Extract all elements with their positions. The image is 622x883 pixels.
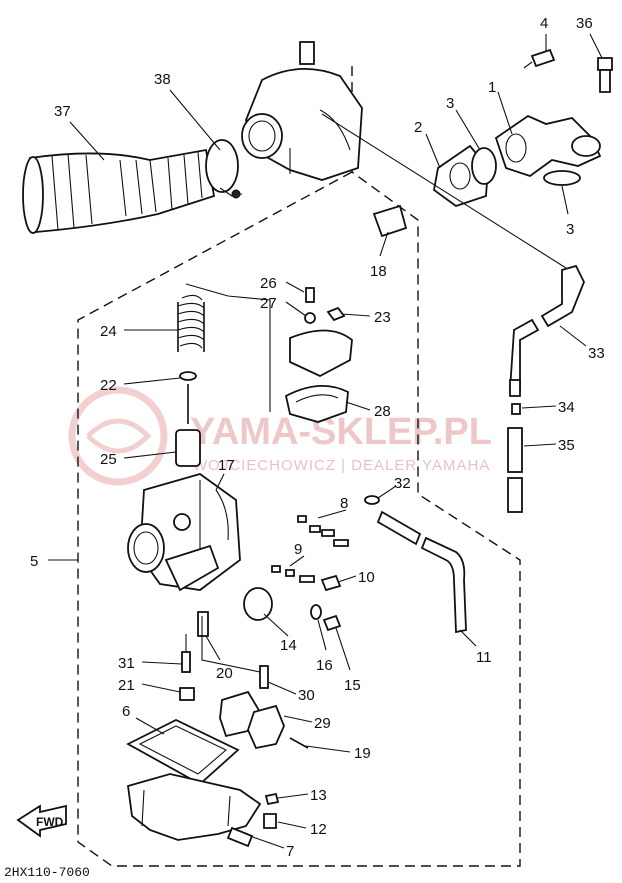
callout-18: 18: [370, 263, 387, 280]
float-bowl-gasket: [126, 718, 240, 786]
callout-7: 7: [286, 843, 294, 860]
main-jet-20: [197, 611, 209, 637]
callout-21: 21: [118, 677, 135, 694]
callout-8: 8: [340, 495, 348, 512]
callout-19: 19: [354, 745, 371, 762]
air-intake-hose: [22, 148, 216, 234]
watermark-title: YAMA-SKLEP.PL: [190, 411, 492, 453]
drain-screw-7: [226, 826, 254, 848]
callout-2: 2: [414, 119, 422, 136]
callout-15: 15: [344, 677, 361, 694]
pin-19: [289, 737, 309, 749]
callout-16: 16: [316, 657, 333, 674]
jet-31: [181, 651, 191, 673]
jet-21: [179, 687, 195, 701]
small-diaphragm: [372, 204, 408, 238]
screw-12: [263, 813, 277, 829]
callout-4: 4: [540, 15, 548, 32]
carb-ring-14: [243, 587, 273, 621]
o-ring-upper: [471, 147, 497, 185]
callout-29: 29: [314, 715, 331, 732]
callout-33: 33: [588, 345, 605, 362]
callout-5: 5: [30, 553, 38, 570]
callout-30: 30: [298, 687, 315, 704]
jet-30: [259, 665, 269, 689]
callout-24: 24: [100, 323, 117, 340]
callout-31: 31: [118, 655, 135, 672]
callout-25: 25: [100, 451, 117, 468]
screw-15: [322, 614, 342, 632]
callout-38: 38: [154, 71, 171, 88]
hose-clamp: [205, 139, 243, 199]
callout-20: 20: [216, 665, 233, 682]
callout-13: 13: [310, 787, 327, 804]
jet-needle: [179, 371, 197, 424]
callout-10: 10: [358, 569, 375, 586]
callout-17: 17: [218, 457, 235, 474]
watermark-subtitle: WOJCIECHOWICZ | DEALER YAMAHA: [193, 457, 490, 474]
callout-12: 12: [310, 821, 327, 838]
leader-lines: [48, 33, 603, 849]
bolt-4: [523, 48, 556, 69]
float-bowl: [127, 773, 262, 841]
callout-3-upper: 3: [446, 95, 454, 112]
breather-hose: [507, 264, 585, 513]
spring-16: [310, 604, 322, 620]
callout-numbers: 1 2 3 3 4 5 6 7 8 9 10 11 12 13 14 15 16…: [30, 15, 605, 860]
callout-35: 35: [558, 437, 575, 454]
callout-34: 34: [558, 399, 575, 416]
callout-11: 11: [476, 649, 492, 666]
overflow-hose-11: [376, 510, 467, 634]
bolt-36: [597, 57, 613, 93]
screw-set-8: [297, 515, 349, 547]
float-29: [219, 690, 285, 750]
carburetor-body: [127, 473, 241, 592]
callout-37: 37: [54, 103, 71, 120]
callout-9: 9: [294, 541, 302, 558]
screw-10: [320, 574, 342, 592]
callout-3-lower: 3: [566, 221, 574, 238]
callout-27: 27: [260, 295, 277, 312]
throttle-valve: [175, 429, 201, 467]
callout-23: 23: [374, 309, 391, 326]
carburetor-top-body: [241, 41, 363, 181]
o-ring-lower: [543, 170, 581, 186]
callout-1: 1: [488, 79, 496, 96]
callout-28: 28: [374, 403, 391, 420]
hose-clip-32: [364, 495, 380, 505]
fwd-label: FWD: [36, 815, 64, 829]
screw-set-9: [271, 565, 315, 583]
callout-22: 22: [100, 377, 117, 394]
watermark: YAMA-SKLEP.PL WOJCIECHOWICZ | DEALER YAM…: [68, 386, 492, 486]
manifold-joint: [494, 114, 602, 178]
callout-6: 6: [122, 703, 130, 720]
throttle-spring: [177, 294, 205, 352]
watermark-logo-icon: [68, 386, 168, 486]
callout-26: 26: [260, 275, 277, 292]
callout-32: 32: [394, 475, 411, 492]
fwd-arrow-icon: FWD: [16, 804, 67, 838]
top-cover-assembly: [284, 287, 353, 423]
callout-36: 36: [576, 15, 593, 32]
callout-14: 14: [280, 637, 297, 654]
screw-13: [264, 792, 280, 806]
diagram-code: 2HX110-7060: [4, 865, 90, 880]
